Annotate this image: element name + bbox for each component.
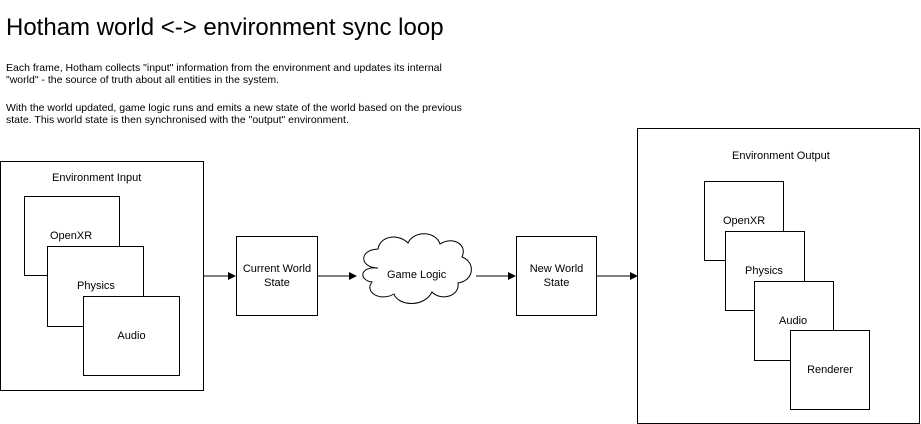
input-audio-box: Audio <box>83 296 180 376</box>
input-openxr-label: OpenXR <box>50 230 93 242</box>
environment-input-label: Environment Input <box>52 172 142 184</box>
current-world-state-box: Current World State <box>236 236 318 316</box>
input-audio-label: Audio <box>117 330 146 342</box>
output-renderer-label: Renderer <box>807 364 853 376</box>
game-logic-label: Game Logic <box>387 269 447 281</box>
output-renderer-box: Renderer <box>790 330 870 410</box>
environment-output-label: Environment Output <box>732 150 830 162</box>
input-physics-label: Physics <box>77 280 115 292</box>
output-physics-label: Physics <box>745 265 783 277</box>
description-paragraph-1: Each frame, Hotham collects "input" info… <box>6 62 442 86</box>
current-world-state-label: Current World State <box>242 263 312 289</box>
diagram-title: Hotham world <-> environment sync loop <box>6 14 444 41</box>
output-openxr-label: OpenXR <box>723 215 766 227</box>
new-world-state-label: New World State <box>529 263 584 289</box>
new-world-state-box: New World State <box>516 236 597 316</box>
game-logic-cloud-shape <box>362 233 472 304</box>
output-audio-label: Audio <box>779 315 808 327</box>
description-paragraph-2: With the world updated, game logic runs … <box>6 102 462 126</box>
